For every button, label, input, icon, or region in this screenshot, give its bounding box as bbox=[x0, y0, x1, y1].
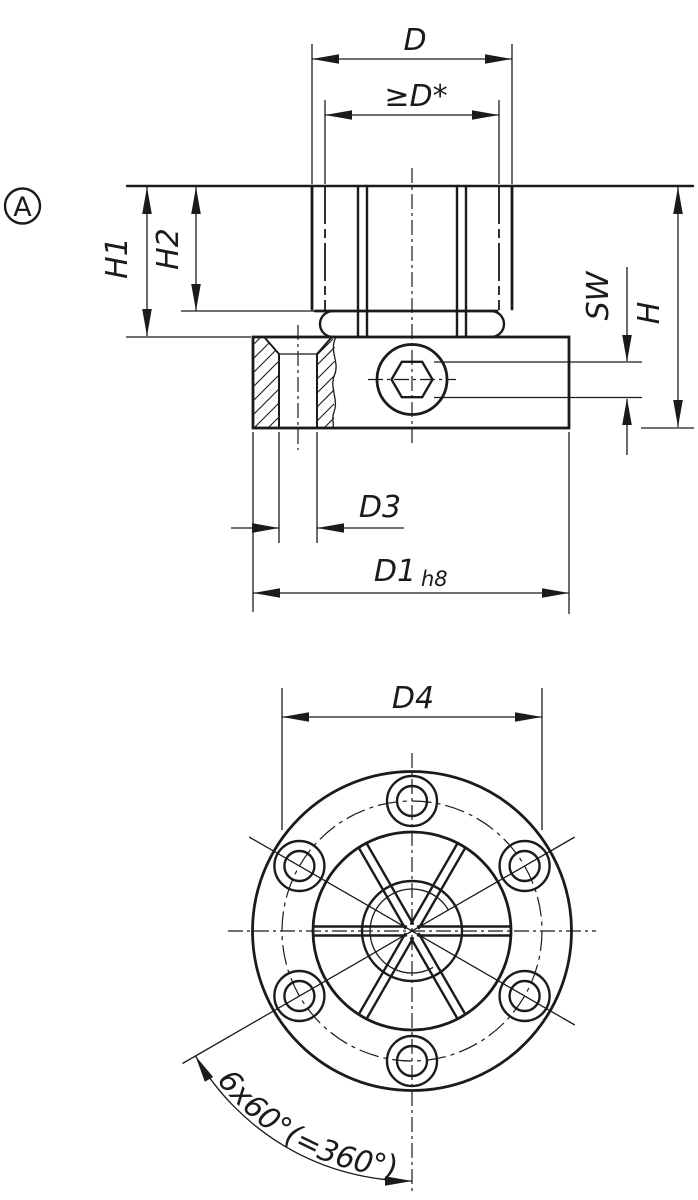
dimension-h: H bbox=[632, 187, 694, 429]
dim-label-h1: H1 bbox=[100, 237, 135, 279]
bolt-hole bbox=[498, 969, 551, 1023]
view-label-circle bbox=[3, 187, 42, 225]
countersink-left bbox=[264, 337, 280, 355]
dimension-d: D bbox=[311, 23, 513, 184]
dimension-sw: SW bbox=[434, 267, 642, 455]
diagonal-centerline-1 bbox=[182, 836, 576, 1065]
dim-label-d3: D3 bbox=[359, 490, 401, 525]
view-label-text: A bbox=[13, 192, 32, 223]
center-lines-bottom bbox=[182, 753, 596, 1192]
countersink-right bbox=[316, 337, 332, 355]
flange-outline bbox=[251, 335, 571, 430]
center-lines bbox=[297, 168, 413, 450]
dim-label-angle-text: 6x60°(=360°) bbox=[210, 1063, 399, 1184]
bolt-hole bbox=[385, 1034, 439, 1088]
neck-bead-right bbox=[489, 309, 506, 339]
dimension-d1: D1 h8 bbox=[252, 432, 570, 614]
dimension-d4: D4 bbox=[281, 681, 543, 830]
bolt-holes bbox=[273, 774, 551, 1088]
dimension-angle: 6x60°(=360°) bbox=[191, 1053, 413, 1186]
view-label: A bbox=[3, 187, 42, 225]
dim-label-h2: H2 bbox=[151, 228, 186, 270]
dim-label-d1: D1 bbox=[374, 554, 416, 589]
bottom-view: D4 6x60°(=360°) bbox=[182, 681, 596, 1192]
dim-label-angle: 6x60°(=360°) bbox=[210, 1063, 399, 1184]
dim-label-d1-tolerance: h8 bbox=[421, 567, 448, 591]
bolt-hole bbox=[498, 839, 551, 893]
hatch-lines bbox=[252, 337, 336, 428]
thread-circle bbox=[369, 888, 449, 974]
bolt-hole bbox=[385, 774, 439, 828]
radial-slots bbox=[312, 842, 512, 1020]
dim-label-d-min: ≥D* bbox=[384, 79, 447, 114]
dim-label-d: D bbox=[403, 23, 426, 58]
bolt-hole bbox=[273, 839, 326, 893]
side-view: A bbox=[3, 23, 695, 614]
diagonal-centerline-2 bbox=[248, 836, 576, 1026]
dimension-d3: D3 bbox=[231, 432, 404, 543]
neck-bead-left bbox=[318, 309, 335, 339]
section-cutout bbox=[252, 337, 337, 428]
bolt-hole bbox=[273, 969, 326, 1023]
part-outline bbox=[125, 184, 695, 430]
dimension-h2: H2 bbox=[151, 187, 314, 312]
dim-label-d4: D4 bbox=[392, 681, 434, 716]
break-line bbox=[332, 337, 337, 428]
angle-arc bbox=[194, 1055, 413, 1182]
dimension-d-min: ≥D* bbox=[324, 79, 500, 184]
dimension-h1: H1 bbox=[100, 187, 251, 338]
dim-label-sw: SW bbox=[581, 270, 616, 320]
dim-label-h: H bbox=[632, 302, 667, 325]
